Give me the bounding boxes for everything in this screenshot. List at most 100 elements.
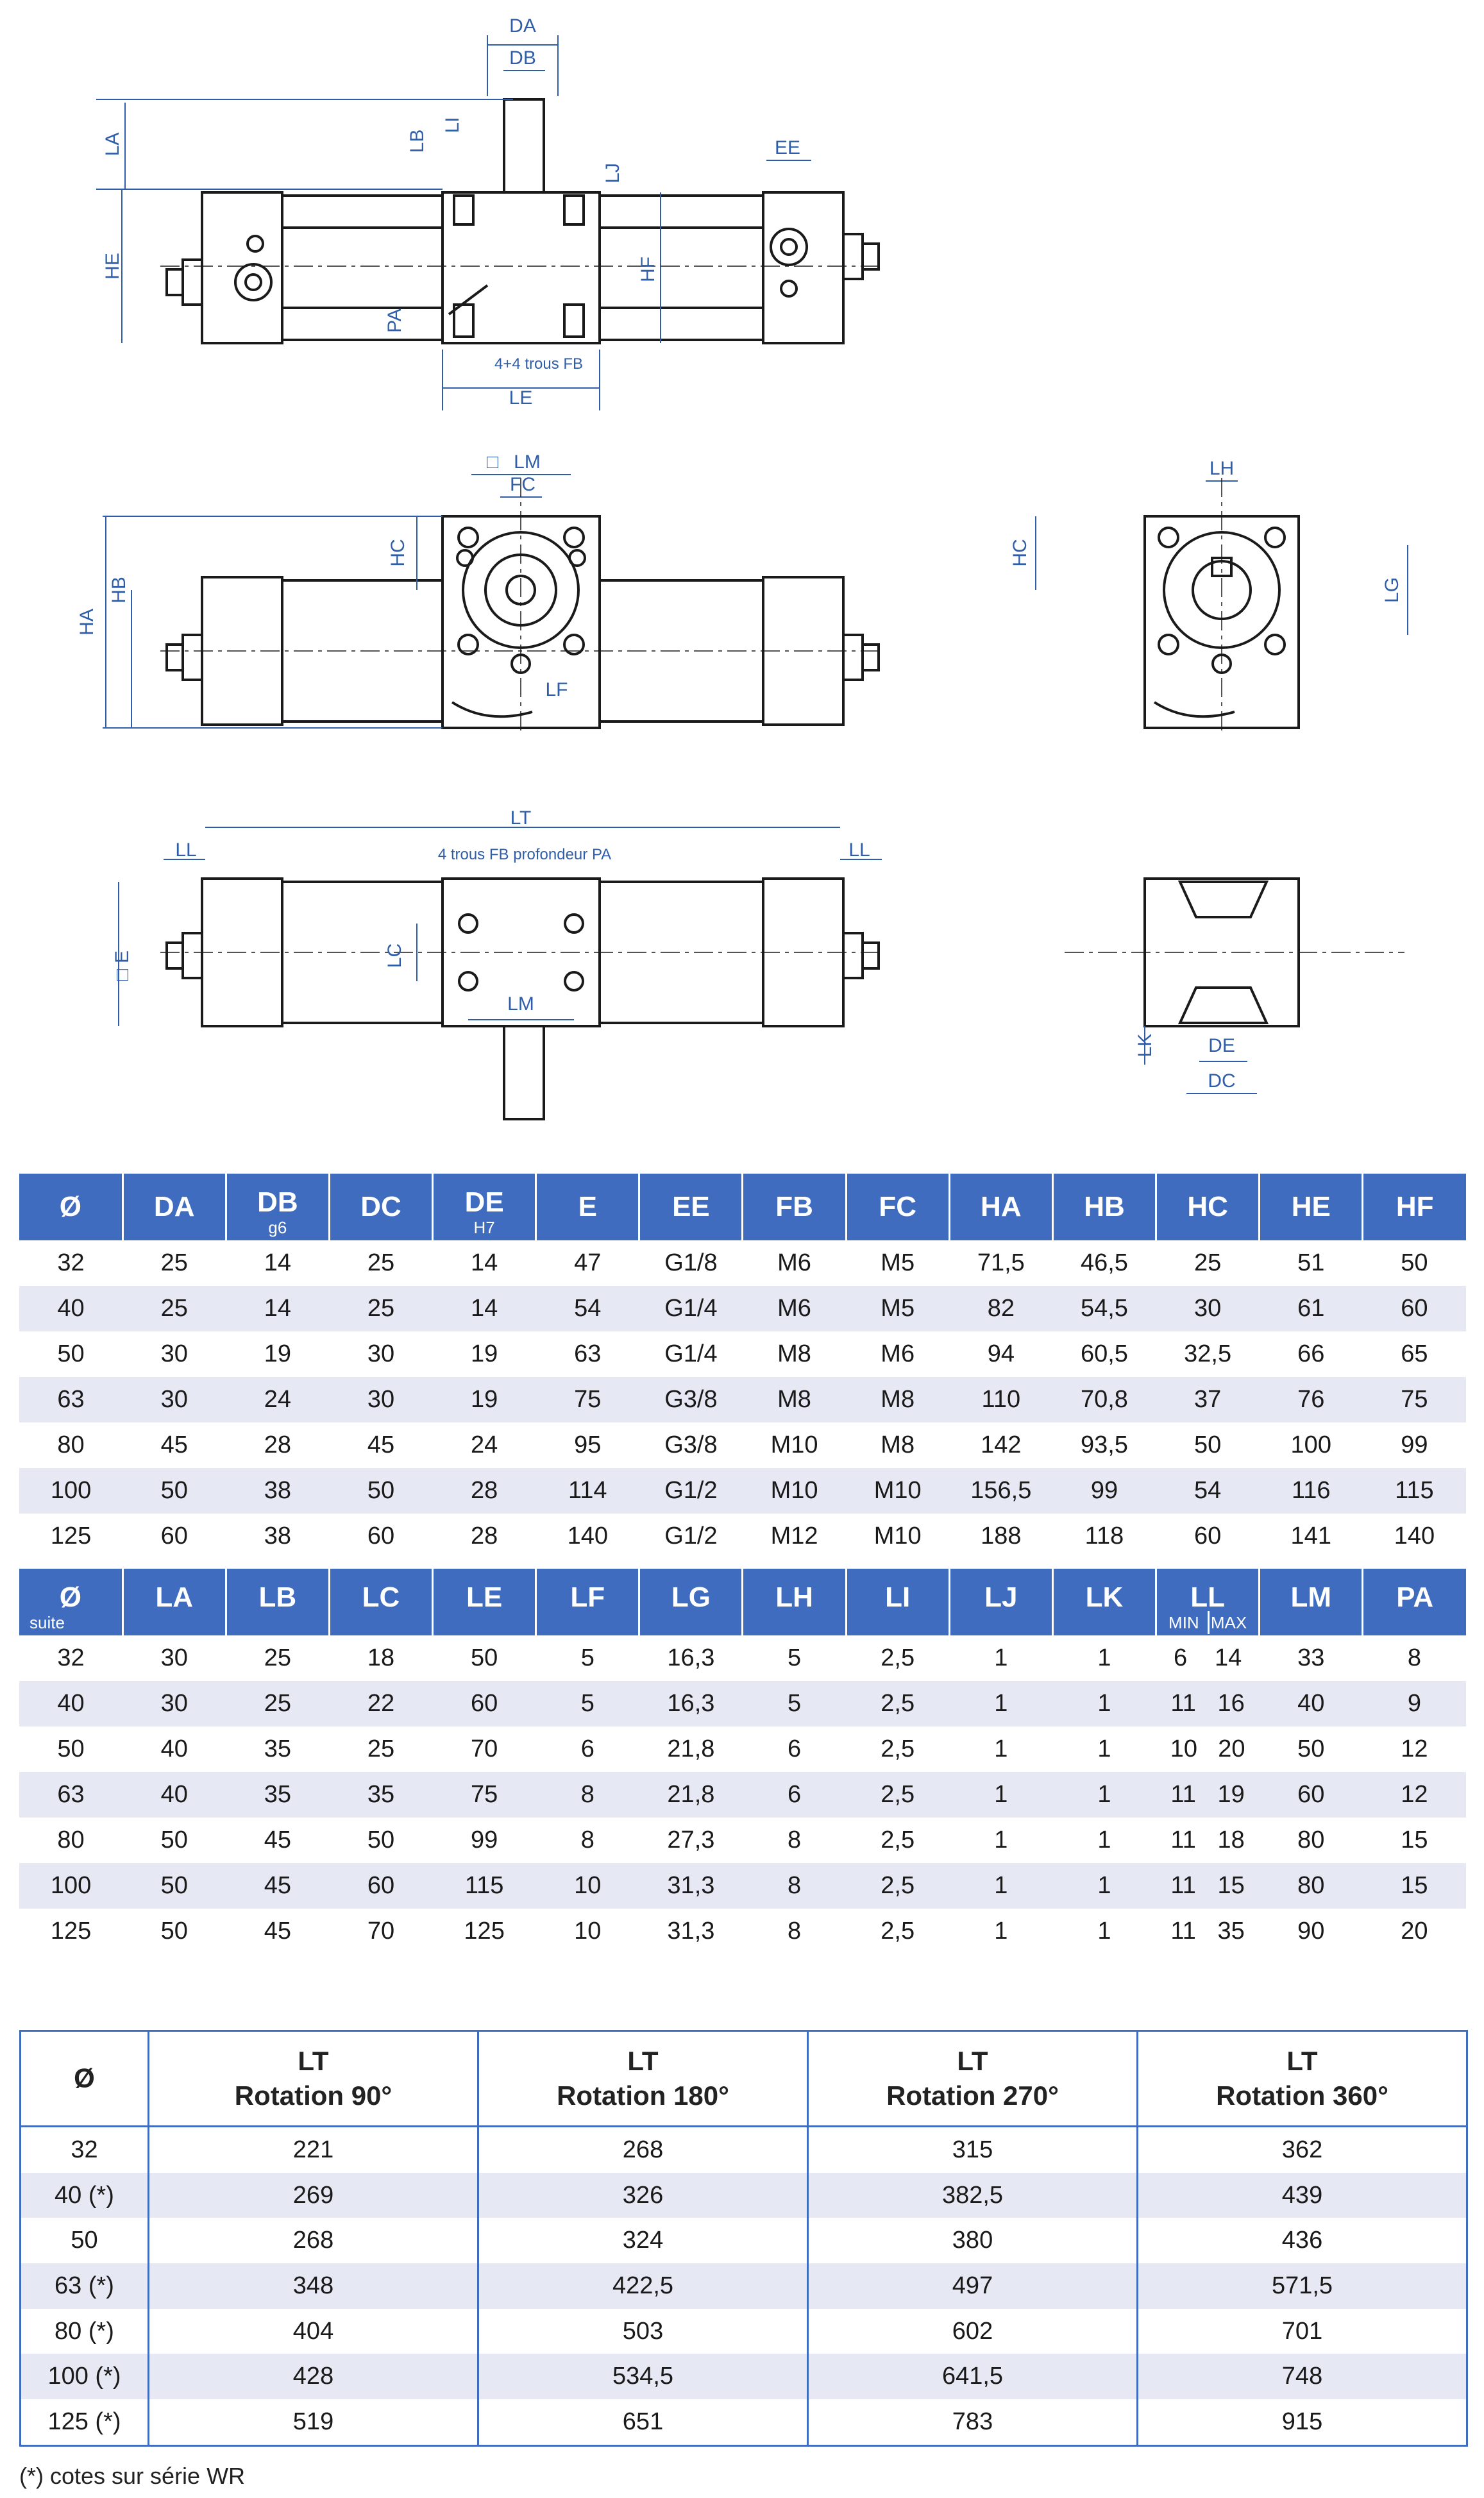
table-cell: 8 — [787, 1827, 802, 1853]
table-cell: 45 — [226, 1863, 330, 1909]
table-cell: 100 (*) — [20, 2354, 149, 2400]
header-cell: Ø — [19, 1174, 123, 1240]
table-cell: M6 — [881, 1340, 915, 1367]
table-cell: 519 — [148, 2399, 478, 2446]
table-cell: 8 — [580, 1827, 594, 1853]
header-label: LC — [362, 1582, 400, 1613]
table-cell: 783 — [807, 2399, 1138, 2446]
table-cell: 2,5 — [846, 1863, 950, 1909]
header-sublabel: H7 — [473, 1218, 495, 1237]
table-cell: 40 (*) — [20, 2172, 149, 2218]
table-cell: G1/2 — [664, 1523, 718, 1549]
table-cell: 66 — [1297, 1340, 1325, 1367]
table-cell: 32 — [57, 1644, 85, 1671]
header-label: DE — [464, 1186, 504, 1218]
table-cell: 24 — [470, 1431, 498, 1458]
table-cell: 50 — [1297, 1735, 1325, 1762]
table-cell: 5 — [787, 1644, 802, 1671]
table-cell: 25 — [226, 1681, 330, 1726]
header-cell: HE — [1258, 1174, 1363, 1240]
table-cell: 1 — [1052, 1863, 1156, 1909]
table-cell: 348 — [148, 2263, 478, 2309]
table-cell: 15 — [1401, 1827, 1428, 1853]
table-cell: 16,3 — [667, 1644, 715, 1671]
table-cell: 18 — [367, 1644, 395, 1671]
table-cell: 45 — [367, 1431, 395, 1458]
label-e-symbol: □ — [112, 968, 133, 981]
label-lc: LC — [384, 943, 405, 968]
table-cell: 382,5 — [807, 2172, 1138, 2218]
table-cell: 1 — [994, 1827, 1008, 1853]
header-line2: Rotation 180° — [557, 2080, 729, 2111]
label-dc: DC — [1208, 1070, 1235, 1092]
label-hb: HB — [108, 577, 130, 603]
table-cell: 380 — [807, 2218, 1138, 2264]
label-hc-side: HC — [1009, 539, 1031, 566]
table-cell: 25 — [367, 1735, 395, 1762]
table-cell: 80 — [57, 1827, 85, 1853]
table-cell: 14 — [264, 1249, 291, 1276]
table-cell: 70,8 — [1052, 1377, 1156, 1422]
table-cell: 40 — [122, 1772, 226, 1818]
table-cell: 80 — [1259, 1863, 1363, 1909]
table-cell: 6 — [580, 1735, 594, 1762]
header-cell: HB — [1051, 1174, 1156, 1240]
table-cell: 10 — [535, 1863, 639, 1909]
table-cell: 25 — [1193, 1249, 1222, 1276]
table-cell: 19 — [432, 1377, 536, 1422]
table-cell: 38 — [264, 1523, 291, 1549]
table-cell: 1 — [1097, 1644, 1111, 1671]
table-cell: 80 — [57, 1431, 85, 1458]
header-sublabel: suite — [30, 1613, 65, 1632]
table-cell: 25 — [367, 1249, 395, 1276]
table-cell: 19 — [470, 1340, 498, 1367]
table-cell: 63 — [574, 1340, 602, 1367]
table-cell: 6 — [742, 1772, 847, 1818]
technical-drawing: DA DB LA LB LI LJ EE HE HF PA LE 4+4 tro… — [0, 0, 1484, 1154]
table-cell: 269 — [148, 2172, 478, 2218]
header-label: FB — [775, 1191, 813, 1222]
table-cell: M8 — [742, 1377, 847, 1422]
table-cell: 50 — [160, 1827, 188, 1853]
header-label: LL — [1190, 1582, 1225, 1613]
label-lj: LJ — [602, 163, 623, 183]
table-cell: 2,5 — [881, 1918, 915, 1945]
table-cell: M12 — [770, 1523, 818, 1549]
table-cell: 22 — [329, 1681, 433, 1726]
label-pa: PA — [384, 308, 405, 333]
table-cell: 45 — [264, 1827, 291, 1853]
table-cell: M10 — [770, 1431, 818, 1458]
header-max-label: MAX — [1210, 1613, 1247, 1632]
table-cell: 8 — [535, 1772, 639, 1818]
table-cell: 32 — [57, 1249, 85, 1276]
header-cell: E — [535, 1174, 639, 1240]
table-cell: 25 — [160, 1249, 188, 1276]
table-cell: 142 — [981, 1431, 1022, 1458]
table-cell: 2,5 — [846, 1681, 950, 1726]
table-cell: M10 — [873, 1523, 922, 1549]
table-cell: 40 — [19, 1681, 123, 1726]
header-label: LB — [258, 1582, 297, 1613]
table-cell: 6 — [787, 1735, 802, 1762]
table-cell: 2,5 — [846, 1772, 950, 1818]
table-cell: M8 — [777, 1340, 811, 1367]
table-cell: 32 — [71, 2136, 98, 2163]
header-cell: HC — [1155, 1174, 1260, 1240]
table-cell: G1/2 — [639, 1468, 743, 1514]
table-cell: 70 — [470, 1735, 498, 1762]
